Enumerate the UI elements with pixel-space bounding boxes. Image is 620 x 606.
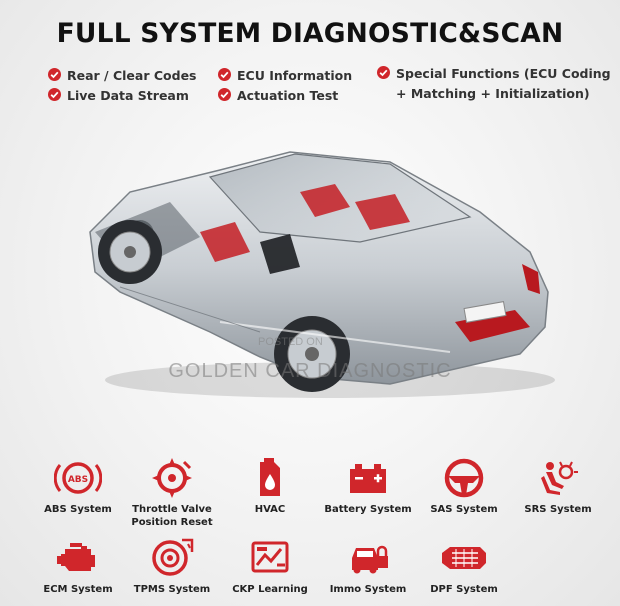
feature-item: ECU Information [218,66,352,86]
tire-pressure-icon [122,535,222,581]
system-ecm: ECM System [28,535,128,596]
system-battery: Battery System [318,455,418,516]
abs-icon: ABS [28,455,128,501]
check-icon [377,66,390,79]
system-tpms: TPMS System [122,535,222,596]
check-icon [48,88,61,101]
steering-wheel-icon [414,455,514,501]
system-label: CKP Learning [232,584,308,595]
feature-label: + Matching + Initialization) [396,86,590,101]
system-label: TPMS System [133,584,211,595]
feature-label: Rear / Clear Codes [67,68,197,83]
hvac-icon [220,455,320,501]
check-icon [218,88,231,101]
svg-text:ABS: ABS [68,475,88,485]
system-label: HVAC [254,504,286,515]
watermark-text: GOLDEN CAR DIAGNOSTIC [168,360,452,382]
feature-label: Actuation Test [237,88,339,103]
system-label: Immo System [329,584,407,595]
airbag-icon [508,455,608,501]
check-icon [218,68,231,81]
throttle-icon [122,455,222,501]
feature-item-continued: + Matching + Initialization) [396,84,590,104]
system-abs: ABS ABS System [28,455,128,516]
immobilizer-icon [318,535,418,581]
crankshaft-icon [220,535,320,581]
system-label: Battery System [324,504,412,515]
system-label: ABS System [44,504,112,515]
feature-item: Rear / Clear Codes [48,66,197,86]
system-hvac: HVAC [220,455,320,516]
page-title: FULL SYSTEM DIAGNOSTIC&SCAN [56,18,564,49]
system-sas: SAS System [414,455,514,516]
feature-item: Special Functions (ECU Coding [377,64,611,84]
system-ckp: CKP Learning [220,535,320,596]
system-label: SRS System [524,504,592,515]
system-label: DPF System [430,584,498,595]
system-label: ECM System [43,584,113,595]
feature-label: Live Data Stream [67,88,189,103]
car-illustration [89,151,555,398]
system-dpf: DPF System [414,535,514,596]
feature-item: Actuation Test [218,86,338,106]
battery-icon [318,455,418,501]
feature-label: ECU Information [237,68,353,83]
engine-icon [28,535,128,581]
dpf-icon [414,535,514,581]
system-srs: SRS System [508,455,608,516]
feature-label: Special Functions (ECU Coding [396,66,611,81]
watermark-posted: POSTED ON [258,336,323,348]
system-label: SAS System [430,504,498,515]
system-immo: Immo System [318,535,418,596]
check-icon [48,68,61,81]
feature-item: Live Data Stream [48,86,189,106]
